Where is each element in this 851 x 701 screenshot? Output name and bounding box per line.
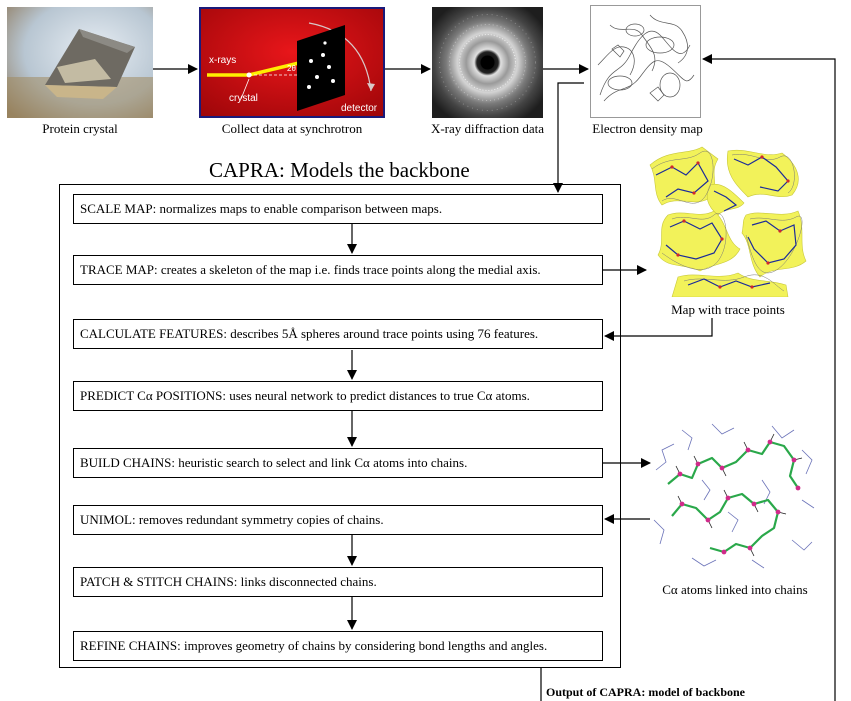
- step-predict-ca: PREDICT Cα POSITIONS: uses neural networ…: [73, 381, 603, 411]
- capra-title: CAPRA: Models the backbone: [209, 158, 470, 182]
- ca-chains-caption: Cα atoms linked into chains: [662, 582, 808, 597]
- xrays-label: x-rays: [209, 55, 236, 66]
- step-patch-stitch: PATCH & STITCH CHAINS: links disconnecte…: [73, 567, 603, 597]
- arrow-density-to-capra: [553, 82, 584, 193]
- electron-density-caption: Electron density map: [592, 121, 703, 136]
- step-build-chains: BUILD CHAINS: heuristic search to select…: [73, 448, 603, 478]
- arrow-image-to-features: [604, 318, 713, 341]
- capra-container: [59, 184, 621, 668]
- protein-crystal-caption: Protein crystal: [42, 121, 118, 136]
- synchrotron-image: x-rays crystal detector 2θ: [199, 7, 385, 118]
- detector-label: detector: [341, 103, 378, 114]
- step-refine-chains: REFINE CHAINS: improves geometry of chai…: [73, 631, 603, 661]
- diffraction-caption: X-ray diffraction data: [430, 121, 545, 136]
- ca-chains-image: [652, 420, 818, 570]
- electron-density-image: [590, 5, 701, 118]
- trace-points-image: [648, 145, 808, 297]
- step-unimol: UNIMOL: removes redundant symmetry copie…: [73, 505, 603, 535]
- crystal-label: crystal: [229, 93, 258, 104]
- protein-crystal-image: [7, 7, 153, 118]
- diffraction-image: [432, 7, 543, 118]
- feedback-arrow-to-density: [702, 54, 836, 701]
- angle-label: 2θ: [287, 64, 296, 73]
- output-label: Output of CAPRA: model of backbone: [546, 685, 746, 699]
- trace-points-caption: Map with trace points: [671, 302, 785, 317]
- synchrotron-caption: Collect data at synchrotron: [221, 121, 363, 136]
- step-trace-map: TRACE MAP: creates a skeleton of the map…: [73, 255, 603, 285]
- step-scale-map: SCALE MAP: normalizes maps to enable com…: [73, 194, 603, 224]
- step-calculate-features: CALCULATE FEATURES: describes 5Å spheres…: [73, 319, 603, 349]
